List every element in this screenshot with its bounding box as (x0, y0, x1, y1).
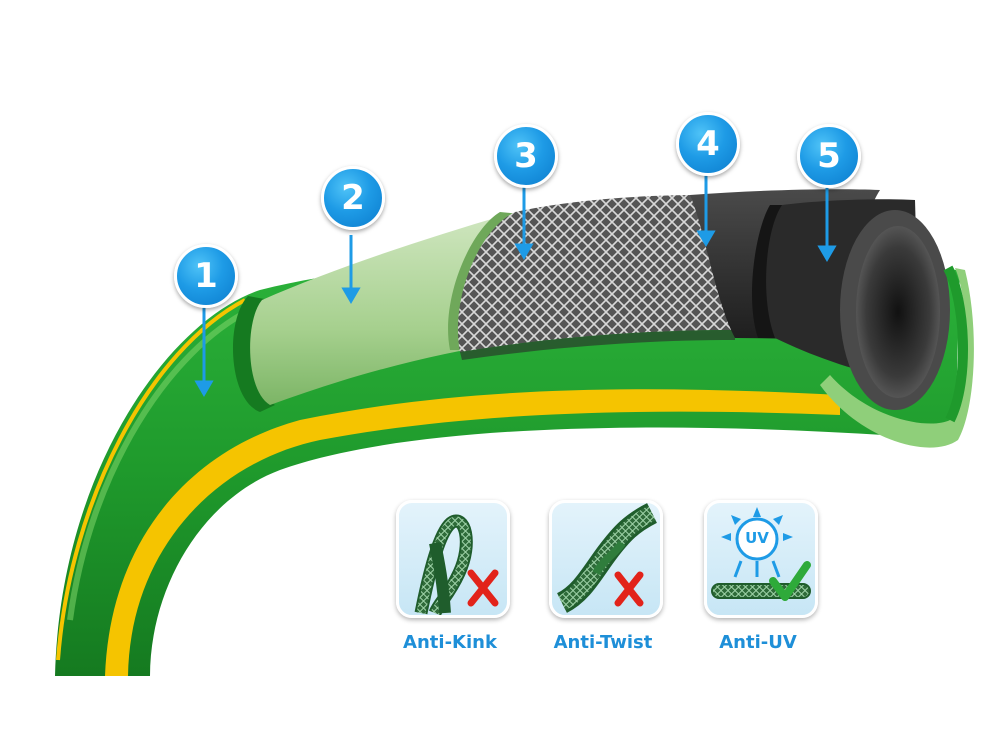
kink-loop-icon (414, 514, 499, 615)
outer-highlight (67, 307, 252, 621)
anti-twist-card (549, 500, 663, 618)
uv-badge-text: UV (745, 529, 769, 547)
check-mark-icon (769, 561, 811, 601)
outer-cut-face (820, 268, 974, 448)
twisted-hose-icon (556, 503, 658, 613)
outer-edge-stripe (56, 298, 246, 661)
inner-bore (856, 226, 940, 398)
layer-badge-2: 2 (321, 166, 385, 230)
pointer-arrows (194, 170, 837, 397)
anti-twist-label: Anti-Twist (553, 632, 653, 653)
anti-uv-label: Anti-UV (719, 632, 797, 653)
layer-badge-1: 1 (174, 244, 238, 308)
layer-3-mesh (457, 195, 735, 352)
outer-cut-face-rim (943, 265, 968, 423)
cross-mark-icon (467, 569, 499, 607)
layer-badge-3: 3 (494, 124, 558, 188)
layer-3-shadow (460, 330, 735, 360)
layer-badge-5: 5 (797, 124, 861, 188)
anti-kink-label: Anti-Kink (403, 632, 497, 653)
layer-badge-4: 4 (676, 112, 740, 176)
cross-mark-icon (614, 571, 644, 607)
anti-kink-card (396, 500, 510, 618)
layer-2-band (250, 215, 525, 405)
anti-uv-card: UV (704, 500, 818, 618)
uv-sun-icon (711, 507, 811, 601)
